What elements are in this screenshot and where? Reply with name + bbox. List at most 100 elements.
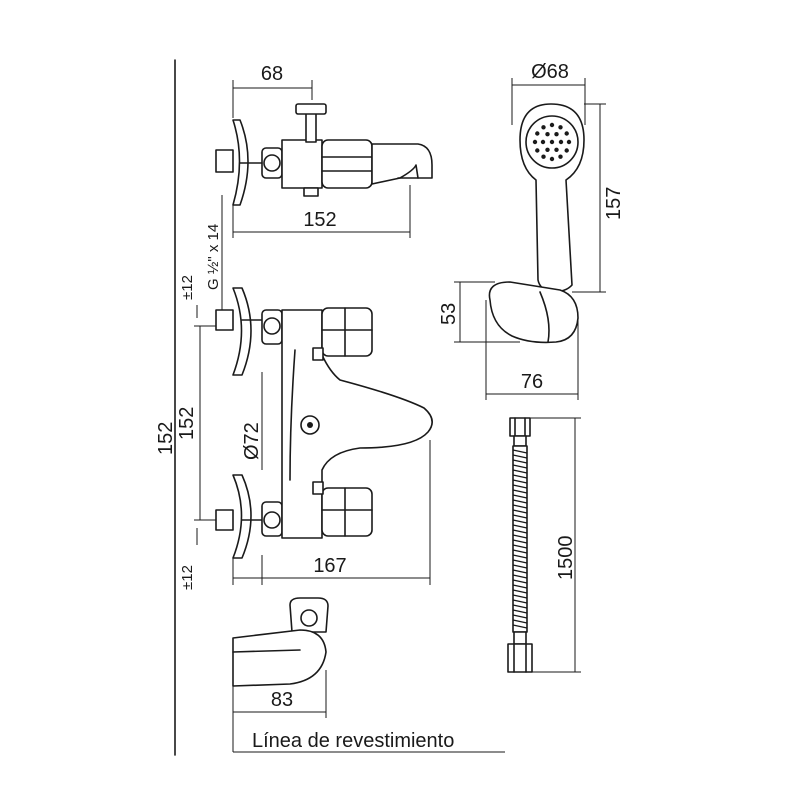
hose-ribs bbox=[512, 449, 528, 629]
nozzle-dot bbox=[558, 154, 563, 159]
nozzle-dot bbox=[554, 132, 559, 137]
body-contour bbox=[289, 349, 296, 481]
upper-flange bbox=[232, 287, 252, 376]
dim-83-label: 83 bbox=[271, 689, 293, 711]
lower-wall-stub bbox=[215, 509, 234, 531]
dim-152-vert-label: 152 bbox=[176, 407, 198, 440]
hose-rib bbox=[512, 619, 528, 624]
shower-hose: 1500 bbox=[507, 417, 581, 673]
hose-rib bbox=[512, 484, 528, 489]
dim-o72-label: Ø72 bbox=[241, 422, 263, 460]
nozzle-dot bbox=[545, 147, 550, 152]
hose-rib bbox=[512, 504, 528, 509]
hose-rib bbox=[512, 544, 528, 549]
top-body-bottom bbox=[303, 187, 319, 197]
hose-rib bbox=[512, 549, 528, 554]
nozzle-dot bbox=[558, 125, 563, 130]
hose-rib bbox=[512, 589, 528, 594]
hose-rib bbox=[512, 529, 528, 534]
nozzle-dot bbox=[532, 139, 538, 145]
hose-bottom-nut bbox=[507, 643, 533, 673]
hose-rib bbox=[512, 524, 528, 529]
upper-handle-neck bbox=[312, 347, 324, 361]
front-body bbox=[281, 309, 433, 539]
nozzle-dot bbox=[558, 139, 564, 145]
hose-rib bbox=[512, 454, 528, 459]
hose-rib bbox=[512, 624, 528, 629]
hose-rib bbox=[512, 584, 528, 589]
hand-shower: Ø68 157 53 76 bbox=[438, 61, 625, 400]
shower-holder bbox=[488, 281, 579, 344]
top-diverter-knob bbox=[295, 103, 327, 115]
hose-rib bbox=[512, 594, 528, 599]
holder-contour bbox=[539, 291, 550, 343]
hose-rib bbox=[512, 579, 528, 584]
nozzle-dot bbox=[549, 122, 555, 128]
nozzle-dot bbox=[535, 148, 540, 153]
upper-handle bbox=[321, 307, 373, 357]
hose-rib bbox=[512, 464, 528, 469]
bracket-body bbox=[232, 629, 327, 687]
hose-rib bbox=[512, 564, 528, 569]
hose-tube bbox=[512, 445, 528, 633]
hose-rib bbox=[512, 474, 528, 479]
lower-handle-neck bbox=[312, 481, 324, 495]
hose-rib bbox=[512, 469, 528, 474]
thread-label: G ½" x 14 bbox=[205, 224, 222, 290]
top-view-mixer: 68 152 bbox=[215, 63, 433, 238]
hose-rib bbox=[512, 554, 528, 559]
hose-rib bbox=[512, 614, 528, 619]
nozzle-dot bbox=[564, 148, 569, 153]
hose-rib bbox=[512, 534, 528, 539]
hose-top-ferrule bbox=[513, 435, 527, 447]
hose-rib bbox=[512, 604, 528, 609]
hose-rib bbox=[512, 494, 528, 499]
hose-bottom-ferrule bbox=[513, 631, 527, 645]
upper-wall-stub bbox=[215, 309, 234, 331]
dim-68-label: 68 bbox=[261, 63, 283, 85]
nozzle-dot bbox=[554, 147, 559, 152]
hose-rib bbox=[512, 569, 528, 574]
nozzle-dot bbox=[564, 131, 569, 136]
dim-o68-label: Ø68 bbox=[531, 61, 569, 83]
top-nut-ring bbox=[263, 154, 281, 172]
hose-rib bbox=[512, 489, 528, 494]
wall-bracket: 83 bbox=[232, 597, 329, 718]
hose-rib bbox=[512, 609, 528, 614]
hose-rib bbox=[512, 499, 528, 504]
hose-rib bbox=[512, 539, 528, 544]
dim-53-label: 53 bbox=[438, 303, 460, 325]
nozzle-dot bbox=[535, 131, 540, 136]
dim-157-label: 157 bbox=[603, 187, 625, 220]
nozzle-dot bbox=[540, 139, 546, 145]
dim-76-label: 76 bbox=[521, 371, 543, 393]
hose-rib bbox=[512, 599, 528, 604]
lower-flange bbox=[232, 474, 252, 559]
diverter-dot bbox=[307, 422, 313, 428]
nozzle-dot bbox=[566, 139, 572, 145]
bracket-contour bbox=[232, 649, 301, 653]
lower-nut-ring bbox=[263, 511, 281, 529]
nozzle-dot bbox=[541, 125, 546, 130]
dim-overall-label: 152 bbox=[155, 422, 177, 455]
top-wall-stub bbox=[215, 149, 234, 173]
hose-rib bbox=[512, 514, 528, 519]
shower-nozzles bbox=[532, 122, 572, 162]
hose-rib bbox=[512, 449, 528, 454]
bracket-hole bbox=[300, 609, 318, 627]
dim-152-top-label: 152 bbox=[303, 209, 336, 231]
nozzle-dot bbox=[541, 154, 546, 159]
top-handle bbox=[321, 139, 373, 189]
upper-nut-ring bbox=[263, 317, 281, 335]
hose-rib bbox=[512, 559, 528, 564]
hose-rib bbox=[512, 459, 528, 464]
hose-rib bbox=[512, 509, 528, 514]
dim-1500-label: 1500 bbox=[555, 536, 577, 581]
nozzle-dot bbox=[545, 132, 550, 137]
lower-handle bbox=[321, 487, 373, 537]
hose-top-nut bbox=[509, 417, 531, 437]
hose-rib bbox=[512, 479, 528, 484]
top-body bbox=[281, 139, 323, 189]
nozzle-dot bbox=[549, 156, 555, 162]
